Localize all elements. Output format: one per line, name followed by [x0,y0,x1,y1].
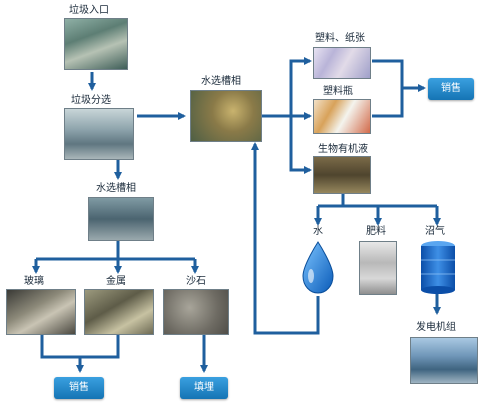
photo-water-tank-center [190,90,262,142]
label-sand: 沙石 [186,276,206,287]
photo-organic-slurry [313,156,371,194]
arrow-to-sell-bottom [40,334,120,371]
flow-arrows [32,57,441,371]
arrow-tank-to-branches [262,57,312,118]
label-organic-slurry: 生物有机液 [318,144,368,155]
label-water-tank-left: 水选槽相 [96,183,136,194]
water-drop-icon [302,241,334,294]
label-water: 水 [313,226,323,237]
label-waste-inlet: 垃圾入口 [69,5,109,16]
photo-metal [84,289,154,335]
biogas-tank-icon [421,241,455,294]
arrow-to-organic [289,116,312,174]
photo-glass [6,289,76,335]
photo-generator [410,337,478,384]
photo-plastic-bottle [313,99,371,134]
label-water-tank-center: 水选槽相 [201,76,241,87]
arrow-water-return [251,142,320,335]
label-metal: 金属 [106,276,126,287]
label-waste-sorting: 垃圾分选 [71,95,111,106]
photo-water-tank-left [88,197,154,241]
photo-sand [163,289,229,335]
label-biogas: 沼气 [425,226,445,237]
sell-button-right[interactable]: 销售 [428,78,474,100]
label-plastic-film: 塑料、纸张 [315,33,365,44]
label-glass: 玻璃 [24,276,44,287]
photo-waste-sorting [64,108,134,160]
arrow-tank-left-branches [36,240,195,261]
photo-fertilizer [359,241,397,295]
arrow-to-sell-right [372,59,424,118]
photo-plastic-film [313,47,371,79]
label-generator: 发电机组 [416,322,456,333]
label-fertilizer: 肥料 [366,226,386,237]
landfill-button[interactable]: 填埋 [180,377,228,399]
photo-waste-inlet [64,18,128,70]
sell-button-bottom[interactable]: 销售 [54,377,104,399]
label-plastic-bottle: 塑料瓶 [323,86,353,97]
arrow-organic-branches [318,193,437,208]
